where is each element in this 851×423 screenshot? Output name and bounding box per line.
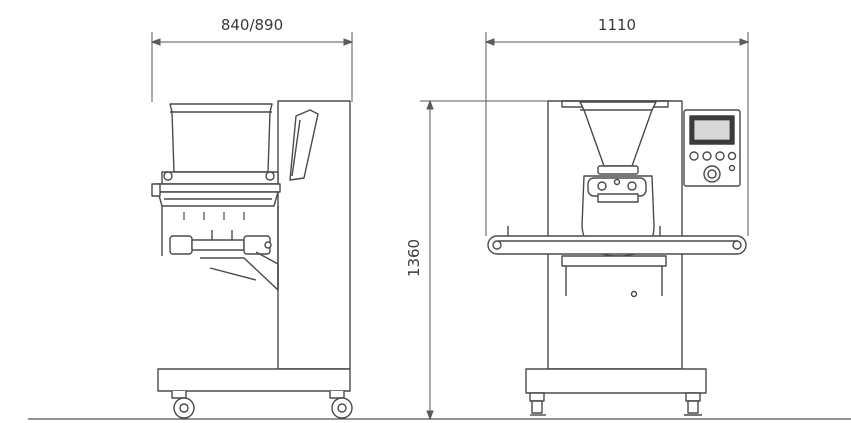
front-width-dimension: [484, 32, 750, 236]
side-control-panel: [289, 109, 319, 181]
front-foot-left: [529, 392, 546, 416]
side-width-label: 840/890: [221, 16, 283, 34]
height-label: 1360: [405, 239, 423, 277]
side-shaft-left: [169, 235, 193, 255]
side-width-dimension: [150, 32, 354, 102]
side-cabinet: [277, 100, 351, 370]
side-base: [157, 368, 351, 392]
front-view-machine: [487, 100, 747, 416]
front-base: [525, 368, 707, 394]
side-dashes: [183, 212, 245, 220]
side-view-machine: [151, 100, 353, 419]
height-dimension: [420, 99, 548, 421]
side-wheel-left: [171, 391, 195, 419]
front-foot-right: [684, 392, 702, 416]
front-conveyor: [487, 235, 747, 255]
side-wheel-right: [329, 391, 353, 419]
side-hopper: [169, 103, 273, 173]
front-width-label: 1110: [598, 16, 636, 34]
